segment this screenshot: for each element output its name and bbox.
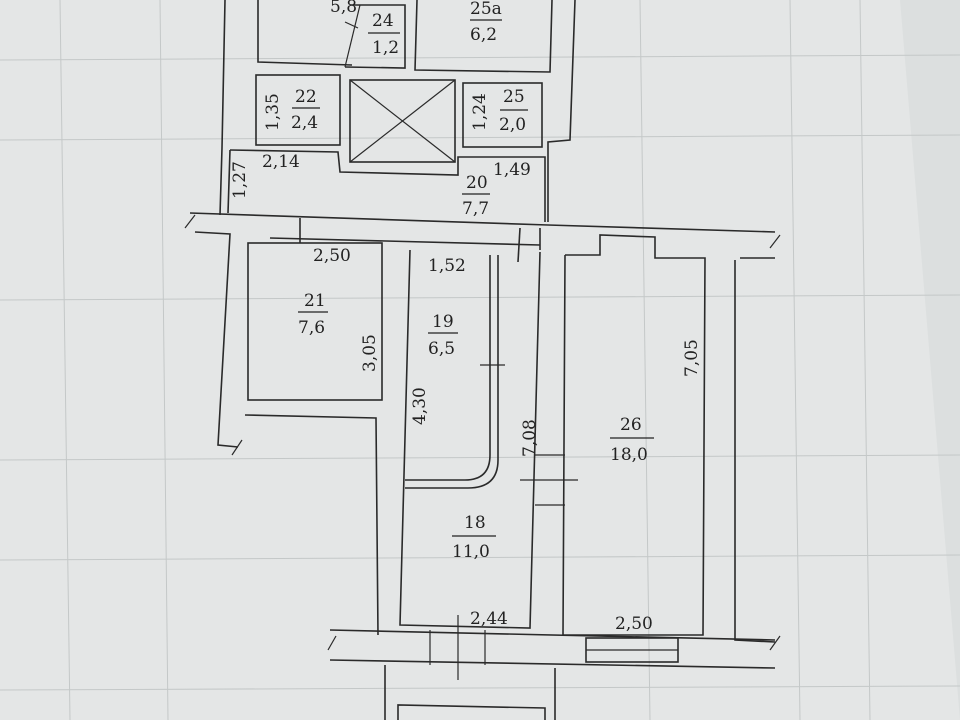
svg-text:7,08: 7,08 — [520, 419, 540, 457]
svg-text:2,0: 2,0 — [499, 115, 526, 135]
svg-text:18: 18 — [464, 513, 486, 533]
svg-text:24: 24 — [372, 11, 394, 31]
svg-text:4,30: 4,30 — [410, 387, 430, 425]
room-24-label: 241,2 — [368, 11, 400, 58]
svg-text:25а: 25а — [470, 0, 502, 19]
room-18-label: 18 11,0 — [452, 513, 496, 562]
room-21-label: 217,6 — [298, 291, 328, 338]
svg-text:20: 20 — [466, 173, 488, 193]
svg-text:25: 25 — [503, 87, 525, 107]
svg-text:21: 21 — [304, 291, 326, 311]
room-25-label: 252,0 — [499, 87, 528, 135]
svg-text:6,5: 6,5 — [428, 339, 455, 359]
svg-text:22: 22 — [295, 87, 317, 107]
svg-text:19: 19 — [432, 312, 454, 332]
svg-text:1,49: 1,49 — [493, 160, 531, 180]
svg-text:1,35: 1,35 — [263, 93, 283, 131]
elevator-shaft — [349, 79, 456, 163]
svg-text:7,05: 7,05 — [682, 339, 702, 377]
svg-text:6,2: 6,2 — [470, 25, 497, 45]
svg-text:2,50: 2,50 — [313, 246, 351, 266]
walls-main — [184, 212, 781, 720]
room-22-label: 222,4 — [291, 87, 320, 133]
svg-text:2,4: 2,4 — [291, 113, 318, 133]
svg-text:2,14: 2,14 — [262, 152, 300, 172]
room-19-label: 196,5 — [428, 312, 458, 359]
walls-upper — [219, 0, 576, 222]
dimension-labels: 1,35 1,24 2,14 1,49 1,27 2,50 1,52 3,05 … — [230, 93, 702, 634]
room-partial-area: 5,8 — [330, 0, 357, 17]
svg-text:2,44: 2,44 — [470, 609, 508, 629]
svg-text:1,27: 1,27 — [230, 161, 250, 199]
svg-text:2,50: 2,50 — [615, 614, 653, 634]
svg-text:7,7: 7,7 — [462, 199, 489, 219]
svg-text:1,2: 1,2 — [372, 38, 399, 58]
svg-text:26: 26 — [620, 415, 642, 435]
svg-text:11,0: 11,0 — [452, 542, 490, 562]
svg-text:3,05: 3,05 — [360, 334, 380, 372]
room-26-label: 26 18,0 — [610, 415, 654, 465]
svg-text:1,24: 1,24 — [470, 93, 490, 131]
svg-text:7,6: 7,6 — [298, 318, 325, 338]
room-20-label: 207,7 — [462, 173, 490, 219]
svg-text:18,0: 18,0 — [610, 445, 648, 465]
svg-text:1,52: 1,52 — [428, 256, 466, 276]
